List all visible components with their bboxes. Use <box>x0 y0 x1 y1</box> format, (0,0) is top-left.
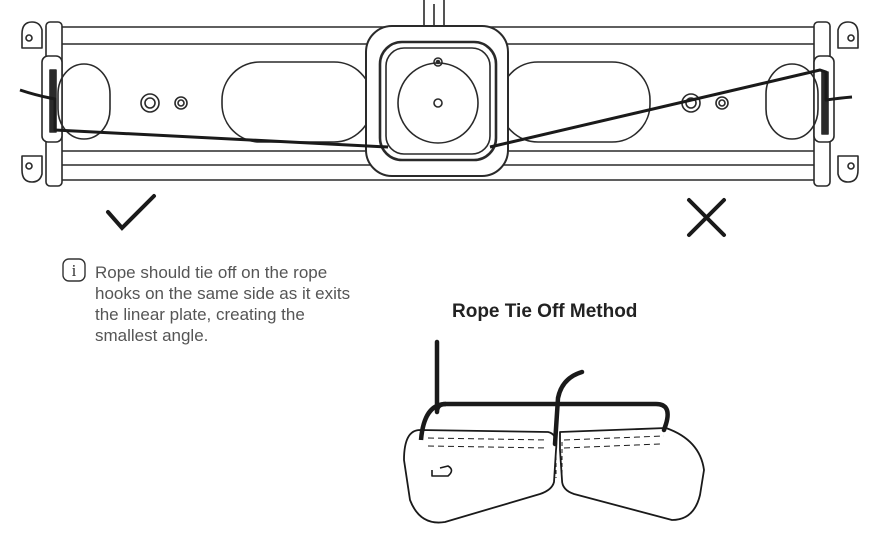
rail-slot <box>57 63 111 140</box>
rope-coil <box>431 465 453 477</box>
x-mark-icon <box>687 198 726 237</box>
screw-hole <box>174 96 188 110</box>
linear-plate <box>365 25 509 177</box>
note-text: Rope should tie off on the rope hooks on… <box>95 263 351 345</box>
rail-slot <box>765 63 819 140</box>
rope-correct <box>19 88 389 149</box>
hook-plate-left <box>403 429 558 524</box>
hook-plate-right <box>559 427 705 521</box>
method-title: Rope Tie Off Method <box>452 301 638 322</box>
tie-off-illustration <box>403 339 705 524</box>
rail-assembly <box>19 0 859 187</box>
tie-off-rope <box>434 339 670 433</box>
screw-hole <box>140 93 160 113</box>
right-end-cap <box>813 21 859 187</box>
screw-hole <box>715 96 729 110</box>
info-icon-glyph: i <box>72 261 77 280</box>
checkmark-icon <box>106 194 156 231</box>
rope-incorrect <box>489 68 853 149</box>
info-icon: i <box>62 258 86 282</box>
